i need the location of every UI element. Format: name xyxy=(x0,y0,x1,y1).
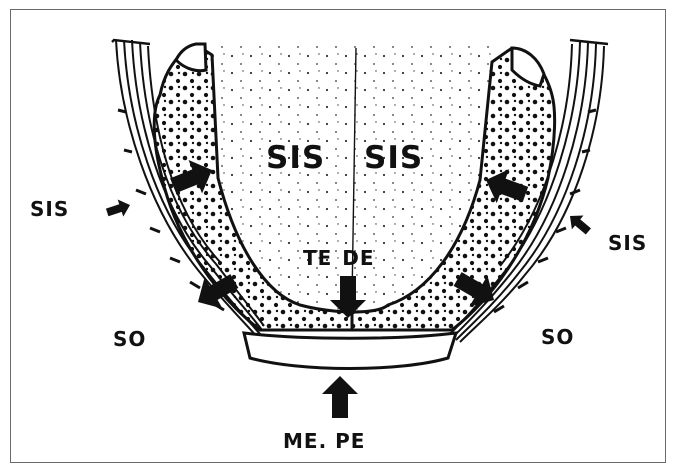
arrow-sis-outer-left xyxy=(104,196,132,221)
label-so-right: SO xyxy=(541,325,574,349)
label-sis-outer-left: SIS xyxy=(30,197,69,221)
bottom-band xyxy=(244,333,456,369)
label-sis-outer-right: SIS xyxy=(608,231,647,255)
arrow-me-pe xyxy=(322,376,358,418)
label-sis-inner-right: SIS xyxy=(364,140,423,176)
label-sis-inner-left: SIS xyxy=(266,140,325,176)
label-te-de: TE DE xyxy=(303,246,375,270)
label-so-left: SO xyxy=(113,327,146,351)
arrow-sis-outer-right xyxy=(564,209,594,238)
label-me-pe: ME. PE xyxy=(283,429,365,453)
